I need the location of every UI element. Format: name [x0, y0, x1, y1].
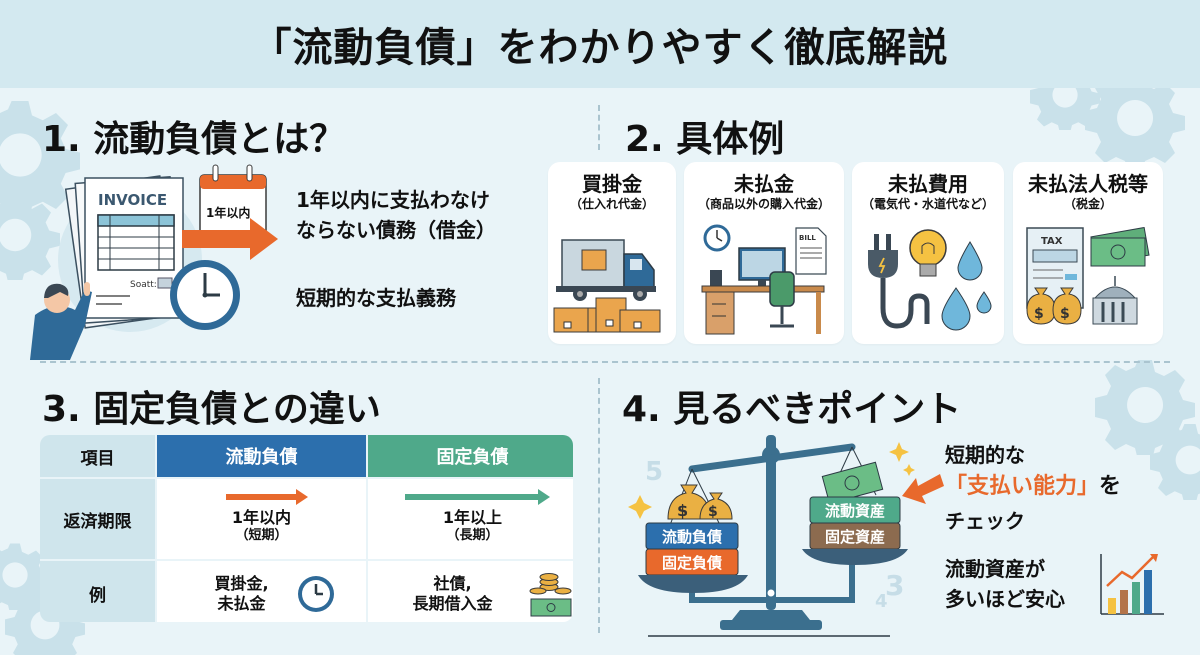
svg-text:$: $ [1060, 306, 1070, 322]
office-desk-icon: BILL [701, 224, 827, 335]
section-divider-vertical-bottom [598, 378, 600, 633]
svg-text:$: $ [677, 501, 688, 520]
definition-line-1: 1年以内に支払わなけ [296, 188, 490, 212]
gear-icon [0, 543, 50, 610]
svg-text:1年以内: 1年以内 [206, 205, 250, 220]
svg-text:BILL: BILL [799, 234, 816, 242]
svg-text:$: $ [1034, 306, 1044, 322]
point-highlight: 「支払い能力」 [945, 474, 1100, 499]
table-header-item: 項目 [40, 435, 155, 477]
point-line-2: 「支払い能力」を [945, 472, 1121, 502]
section-divider-vertical-top [598, 105, 600, 150]
utilities-icon [868, 229, 992, 331]
section1-title: 1. 流動負債とは？ [42, 119, 346, 160]
svg-text:TAX: TAX [1041, 236, 1063, 247]
comparison-table: 項目 流動負債 固定負債 返済期限 1年以内 （短期） 1年以上 （長期） 例 … [40, 435, 573, 622]
card-title: 未払金 [734, 172, 794, 196]
gear-icon [1150, 424, 1200, 500]
pointer-arrow-icon [902, 474, 944, 504]
cell-main: 1年以上 [442, 508, 503, 527]
growth-chart-icon [1100, 554, 1164, 615]
note-text: 流動資産が 多いほど安心 [945, 554, 1065, 614]
green-arrow-icon [405, 489, 550, 505]
definition-text: 1年以内に支払わなけ ならない債務（借金） [296, 185, 496, 245]
money-coins-icon [529, 573, 572, 617]
table-cell-current-example: 買掛金, 未払金 [157, 561, 366, 622]
gear-icon [0, 101, 80, 215]
delivery-truck-icon [553, 239, 661, 333]
svg-text:4: 4 [875, 591, 888, 612]
clock-icon [298, 576, 334, 612]
card-subtitle: （商品以外の購入代金） [697, 197, 830, 211]
cell-line-1: 社債, [433, 573, 472, 593]
cell-main: 1年以内 [231, 508, 292, 527]
svg-text:固定負債: 固定負債 [662, 554, 722, 572]
section3-title: 3. 固定負債との違い [42, 389, 381, 430]
table-header-current-liabilities: 流動負債 [157, 435, 366, 477]
invoice-label: INVOICE [98, 191, 167, 209]
card-title: 買掛金 [582, 172, 642, 196]
note-line-2: 多いほど安心 [945, 587, 1065, 611]
example-card-income-taxes-payable: 未払法人税等 （税金） TAX $ $ [1013, 162, 1163, 344]
definition-line-2: ならない債務（借金） [296, 218, 496, 242]
cell-sub: （短期） [235, 528, 288, 543]
card-title: 未払法人税等 [1028, 172, 1148, 196]
cell-line-1: 買掛金, [214, 573, 269, 593]
table-cell-current-repayment: 1年以内 （短期） [157, 479, 366, 559]
card-title: 未払費用 [888, 172, 968, 196]
table-row-label-repayment: 返済期限 [40, 479, 155, 559]
svg-text:流動負債: 流動負債 [662, 528, 722, 546]
cell-line-2: 未払金 [217, 593, 266, 613]
section-divider-horizontal [40, 361, 1170, 363]
note-line-1: 流動資産が [945, 557, 1045, 581]
invoice-illustration: INVOICE Soatt: 1年以内 [30, 164, 278, 360]
point-line-3: チェック [945, 509, 1025, 533]
gear-icon [1085, 73, 1185, 168]
cell-sub: （長期） [446, 528, 499, 543]
section4-title: 4. 見るべきポイント [622, 389, 962, 430]
card-subtitle: （仕入れ代金） [569, 197, 654, 211]
cell-line-2: 長期借入金 [412, 593, 493, 613]
card-subtitle: （税金） [1063, 197, 1112, 211]
balance-scale-illustration: 5 4 3 $ $ 流動負債 固定負債 流動資産 固定資産 [628, 435, 915, 637]
svg-text:3: 3 [885, 569, 904, 602]
table-cell-fixed-repayment: 1年以上 （長期） [368, 479, 573, 559]
page-header: 「流動負債」をわかりやすく徹底解説 [0, 0, 1200, 88]
svg-text:固定資産: 固定資産 [825, 528, 885, 546]
example-card-accrued-expenses: 未払費用 （電気代・水道代など） [852, 162, 1004, 344]
example-card-accounts-payable: 買掛金 （仕入れ代金） [548, 162, 676, 344]
page-title: 「流動負債」をわかりやすく徹底解説 [251, 25, 949, 71]
table-row-label-example: 例 [40, 561, 155, 622]
svg-text:流動資産: 流動資産 [825, 502, 885, 520]
svg-text:$: $ [708, 504, 718, 520]
section2-title: 2. 具体例 [625, 119, 785, 160]
point-suffix: を [1099, 474, 1122, 499]
table-cell-fixed-example: 社債, 長期借入金 [368, 561, 573, 622]
orange-arrow-icon [225, 489, 308, 505]
svg-text:Soatt:: Soatt: [130, 280, 157, 290]
svg-text:5: 5 [645, 457, 663, 487]
table-header-fixed-liabilities: 固定負債 [368, 435, 573, 477]
tax-icon: TAX $ $ [1026, 226, 1150, 325]
summary-text: 短期的な支払義務 [296, 286, 456, 310]
point-line-1: 短期的な [945, 443, 1025, 467]
card-subtitle: （電気代・水道代など） [861, 197, 994, 211]
gear-icon [0, 194, 60, 280]
example-card-accounts-payable-other: 未払金 （商品以外の購入代金） BILL [684, 162, 844, 344]
